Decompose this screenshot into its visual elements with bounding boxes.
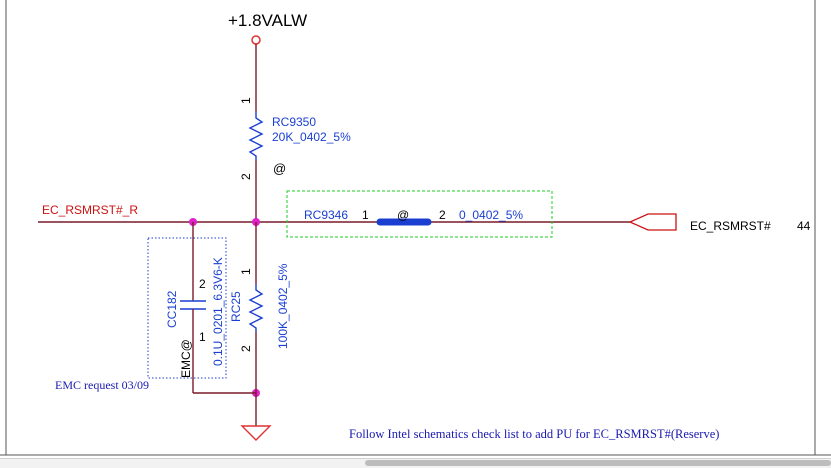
power-rail-terminal: [251, 35, 261, 45]
rc9346-ref: RC9346: [304, 208, 348, 222]
offpage-connector-right: [628, 213, 677, 231]
rc9346-pin2: 2: [439, 208, 446, 222]
rc9350-resistor-symbol: [248, 112, 264, 160]
power-rail-label: +1.8VALW: [228, 11, 307, 30]
rc9346-value: 0_0402_5%: [459, 208, 523, 222]
net-label-left: EC_RSMRST#_R: [42, 203, 138, 217]
rc9350-pin1: 1: [239, 97, 253, 104]
horizontal-scrollbar-thumb[interactable]: [365, 460, 831, 466]
rc25-pin2: 2: [239, 345, 253, 352]
rc9350-ref: RC9350: [272, 115, 316, 129]
note-emc-request: EMC request 03/09: [55, 378, 149, 392]
rc25-pin1: 1: [239, 268, 253, 275]
note-follow-intel: Follow Intel schematics check list to ad…: [349, 427, 719, 441]
rc25-ref: RC25: [229, 291, 243, 322]
rc9350-value: 20K_0402_5%: [272, 130, 351, 144]
cc182-value: 0.1U_0201_6.3V6-K: [211, 257, 225, 366]
net-label-right: EC_RSMRST#: [690, 219, 771, 233]
rc9350-pin2: 2: [239, 173, 253, 180]
rc9346-dashed-box: [286, 190, 553, 238]
rc9346-pin1: 1: [362, 208, 369, 222]
rc25-value: 100K_0402_5%: [276, 263, 290, 349]
net-label-right-page: 44: [797, 219, 811, 233]
cc182-dotted-box: [147, 237, 227, 379]
cc182-ref: CC182: [165, 290, 179, 328]
rc9350-mark: @: [273, 161, 286, 176]
cc182-pin1: 1: [199, 330, 206, 344]
cc182-pin2: 2: [199, 277, 206, 291]
rc9346-mark: @: [397, 208, 409, 222]
ground-symbol: [240, 425, 272, 441]
cc182-mark: EMC@: [179, 339, 193, 378]
rc25-resistor-symbol: [248, 284, 264, 332]
